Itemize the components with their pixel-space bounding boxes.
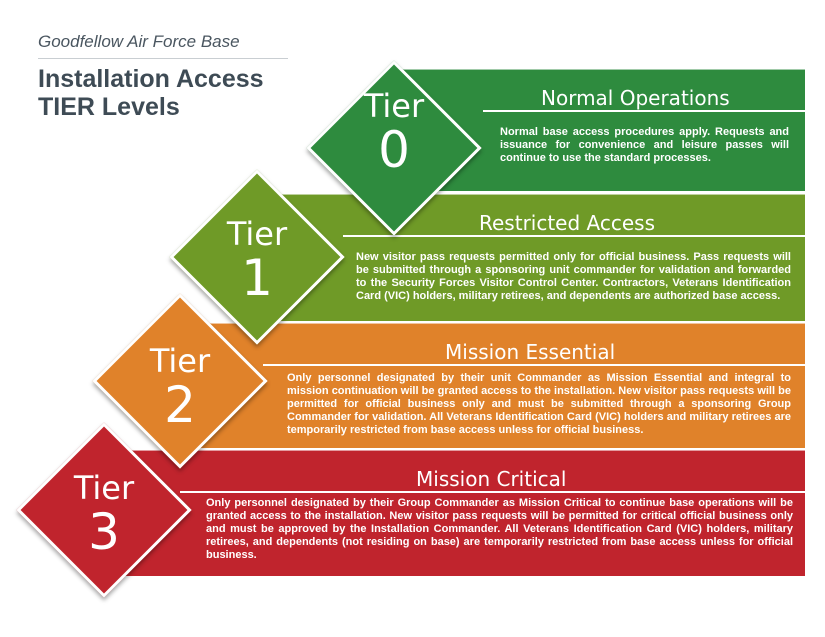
- tier-0-badge: Tier 0: [344, 88, 444, 176]
- tier-1-number: 1: [241, 249, 273, 307]
- tier-0-heading: Normal Operations: [541, 86, 730, 110]
- tier-3-number: 3: [88, 503, 120, 561]
- tier-3-label: Tier: [73, 469, 135, 507]
- header: Goodfellow Air Force Base Installation A…: [38, 32, 288, 121]
- tier-1-heading: Restricted Access: [479, 211, 656, 235]
- tier-3-band: Mission Critical Only personnel designat…: [110, 450, 805, 576]
- tier-1-description: New visitor pass requests permitted only…: [356, 251, 791, 302]
- tier-2-heading: Mission Essential: [445, 340, 616, 364]
- tier-0-description: Normal base access procedures apply. Req…: [500, 126, 789, 164]
- tier-2-description: Only personnel designated by their unit …: [287, 372, 791, 436]
- tier-1-badge: Tier 1: [207, 216, 307, 304]
- tier-3-heading: Mission Critical: [416, 467, 567, 491]
- tier-2-number: 2: [164, 376, 196, 434]
- tier-3-badge: Tier 3: [54, 470, 154, 558]
- page-title-line-1: Installation Access: [38, 65, 264, 93]
- tier-3-divider: [180, 491, 805, 493]
- tier-0-divider: [483, 110, 805, 112]
- tier-2-badge: Tier 2: [130, 343, 230, 431]
- page-title: Installation Access TIER Levels: [38, 65, 288, 121]
- tier-1-band: Restricted Access New visitor pass reque…: [255, 194, 805, 321]
- tier-1-label: Tier: [226, 215, 288, 253]
- tier-2-divider: [263, 364, 805, 366]
- tier-0-number: 0: [378, 121, 410, 179]
- tier-3-description: Only personnel designated by their Group…: [206, 497, 793, 561]
- tier-0-label: Tier: [363, 87, 425, 125]
- page-title-line-2: TIER Levels: [38, 93, 180, 121]
- tier-1-divider: [343, 235, 805, 237]
- tier-2-label: Tier: [149, 342, 211, 380]
- page-subtitle: Goodfellow Air Force Base: [38, 32, 288, 59]
- tier-2-band: Mission Essential Only personnel designa…: [175, 323, 805, 448]
